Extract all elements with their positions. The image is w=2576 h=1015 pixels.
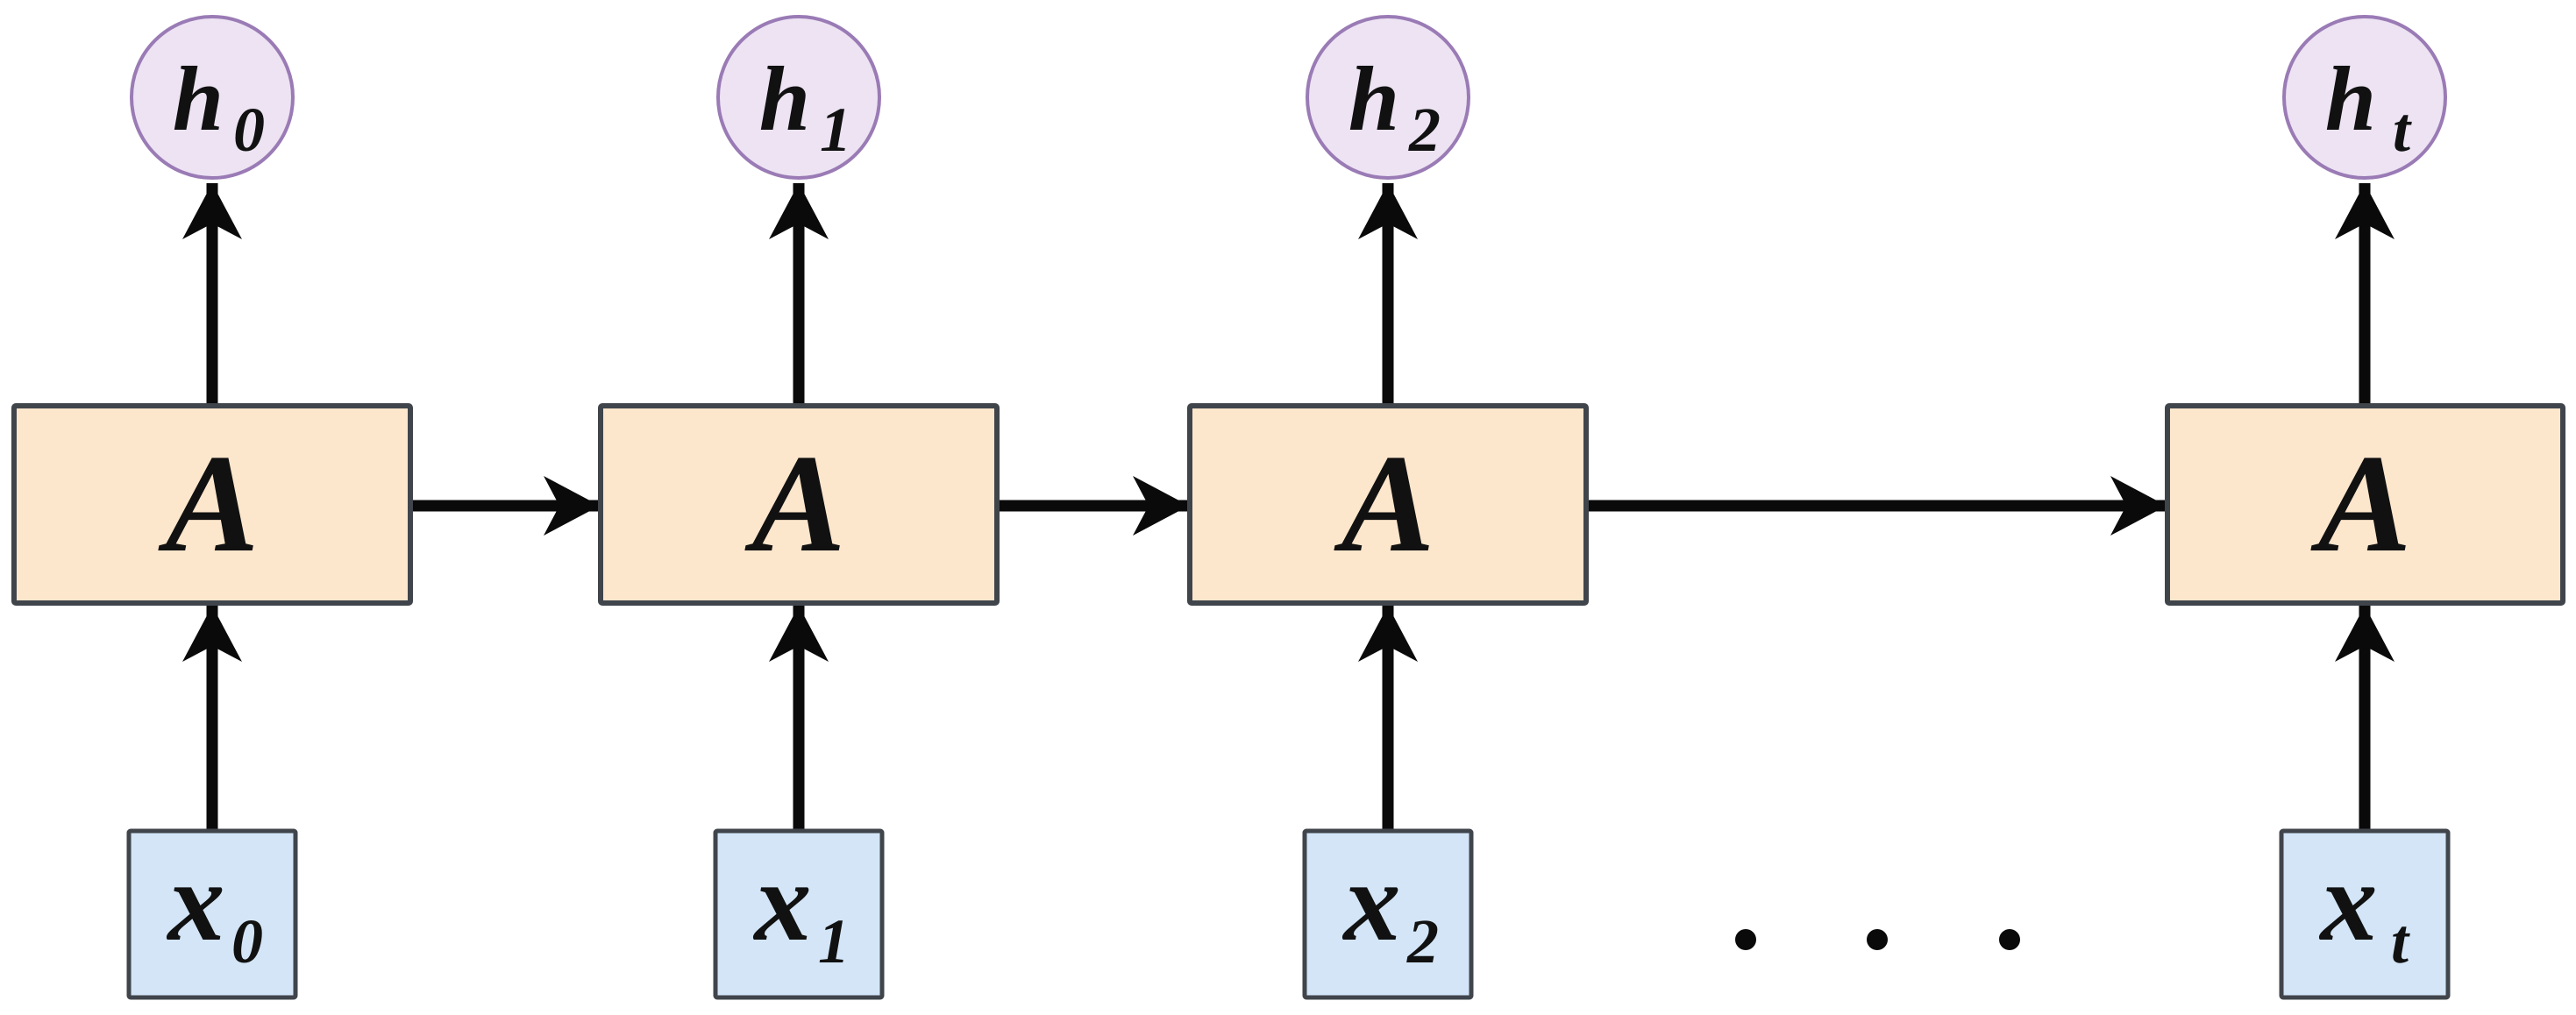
input-node-x0-label: x (167, 839, 225, 965)
ellipsis-dot (1735, 929, 1756, 950)
hidden-node-h2 (1306, 15, 1470, 180)
hidden-node-h0 (130, 15, 295, 180)
hidden-node-h1-subscript: 1 (820, 95, 851, 165)
hidden-node-ht-label: h (2325, 47, 2376, 150)
hidden-node-h1-label: h (759, 47, 810, 150)
cell-box-at-label: A (2310, 425, 2412, 581)
input-node-xt-label: x (2319, 839, 2378, 965)
cell-box-a2 (1187, 403, 1589, 606)
input-node-x2-subscript: 2 (1406, 906, 1439, 976)
input-node-x2-label: x (1342, 839, 1401, 965)
input-node-x1-label: x (753, 839, 812, 965)
ellipsis-dot (1999, 929, 2020, 950)
input-node-x0 (126, 828, 298, 1000)
input-node-x0-subscript: 0 (231, 906, 263, 976)
cell-box-a0-label: A (158, 425, 260, 581)
hidden-node-h1 (716, 15, 881, 180)
hidden-node-ht-subscript: t (2393, 95, 2412, 165)
cell-box-a1-label: A (744, 425, 846, 581)
ellipsis-dot (1867, 929, 1888, 950)
hidden-node-ht (2282, 15, 2447, 180)
cell-box-a1 (598, 403, 1000, 606)
input-node-x2 (1302, 828, 1474, 1000)
cell-box-a2-label: A (1334, 425, 1435, 581)
hidden-node-h2-subscript: 2 (1408, 95, 1441, 165)
hidden-node-h0-subscript: 0 (233, 95, 265, 165)
input-node-xt (2279, 828, 2451, 1000)
input-node-x1-subscript: 1 (818, 906, 850, 976)
hidden-node-h0-label: h (173, 47, 224, 150)
hidden-node-h2-label: h (1348, 47, 1399, 150)
input-node-xt-subscript: t (2391, 906, 2410, 976)
cell-box-at (2165, 403, 2565, 606)
input-node-x1 (713, 828, 885, 1000)
cell-box-a0 (11, 403, 413, 606)
